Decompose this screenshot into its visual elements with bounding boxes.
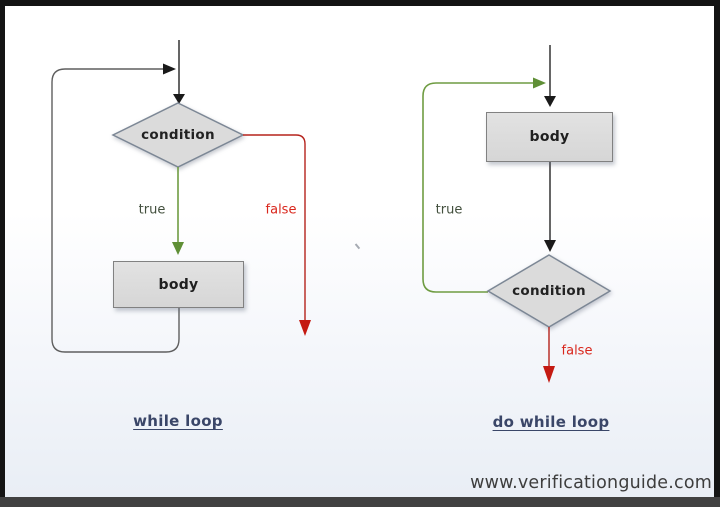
while-body-node: body bbox=[113, 261, 244, 308]
bottom-border-bar bbox=[0, 497, 720, 507]
while-loopback-arrowhead-icon bbox=[163, 63, 176, 75]
dowhile-body-node: body bbox=[486, 112, 613, 162]
while-loop-diagram bbox=[51, 40, 311, 353]
dowhile-entry-arrowhead-icon bbox=[544, 96, 556, 107]
while-body-label: body bbox=[158, 276, 199, 293]
while-entry-arrowhead-icon bbox=[173, 94, 185, 104]
do-while-loop-title: do while loop bbox=[492, 413, 610, 431]
dowhile-true-label: true bbox=[435, 202, 463, 218]
while-false-arrowhead-icon bbox=[299, 320, 311, 336]
dowhile-false-label: false bbox=[561, 343, 593, 359]
dowhile-body-to-condition-arrowhead-icon bbox=[544, 240, 556, 252]
dowhile-condition-label: condition bbox=[512, 283, 586, 299]
flowchart-canvas: body body condition condition true false… bbox=[5, 6, 714, 497]
dowhile-body-label: body bbox=[529, 129, 570, 145]
site-watermark: www.verificationguide.com bbox=[470, 473, 712, 493]
while-loopback-line bbox=[51, 68, 180, 353]
while-condition-label: condition bbox=[141, 127, 215, 143]
while-loop-title: while loop bbox=[133, 412, 223, 430]
while-false-label: false bbox=[265, 202, 297, 218]
flowchart-lines-layer bbox=[51, 40, 612, 383]
do-while-loop-diagram bbox=[422, 45, 612, 383]
dowhile-true-arrowhead-icon bbox=[533, 77, 546, 89]
while-true-label: true bbox=[138, 202, 166, 218]
dowhile-false-arrowhead-icon bbox=[543, 366, 555, 383]
while-false-edge bbox=[243, 134, 306, 322]
dowhile-true-loopback-line bbox=[422, 82, 533, 293]
while-true-arrowhead-icon bbox=[172, 242, 184, 255]
